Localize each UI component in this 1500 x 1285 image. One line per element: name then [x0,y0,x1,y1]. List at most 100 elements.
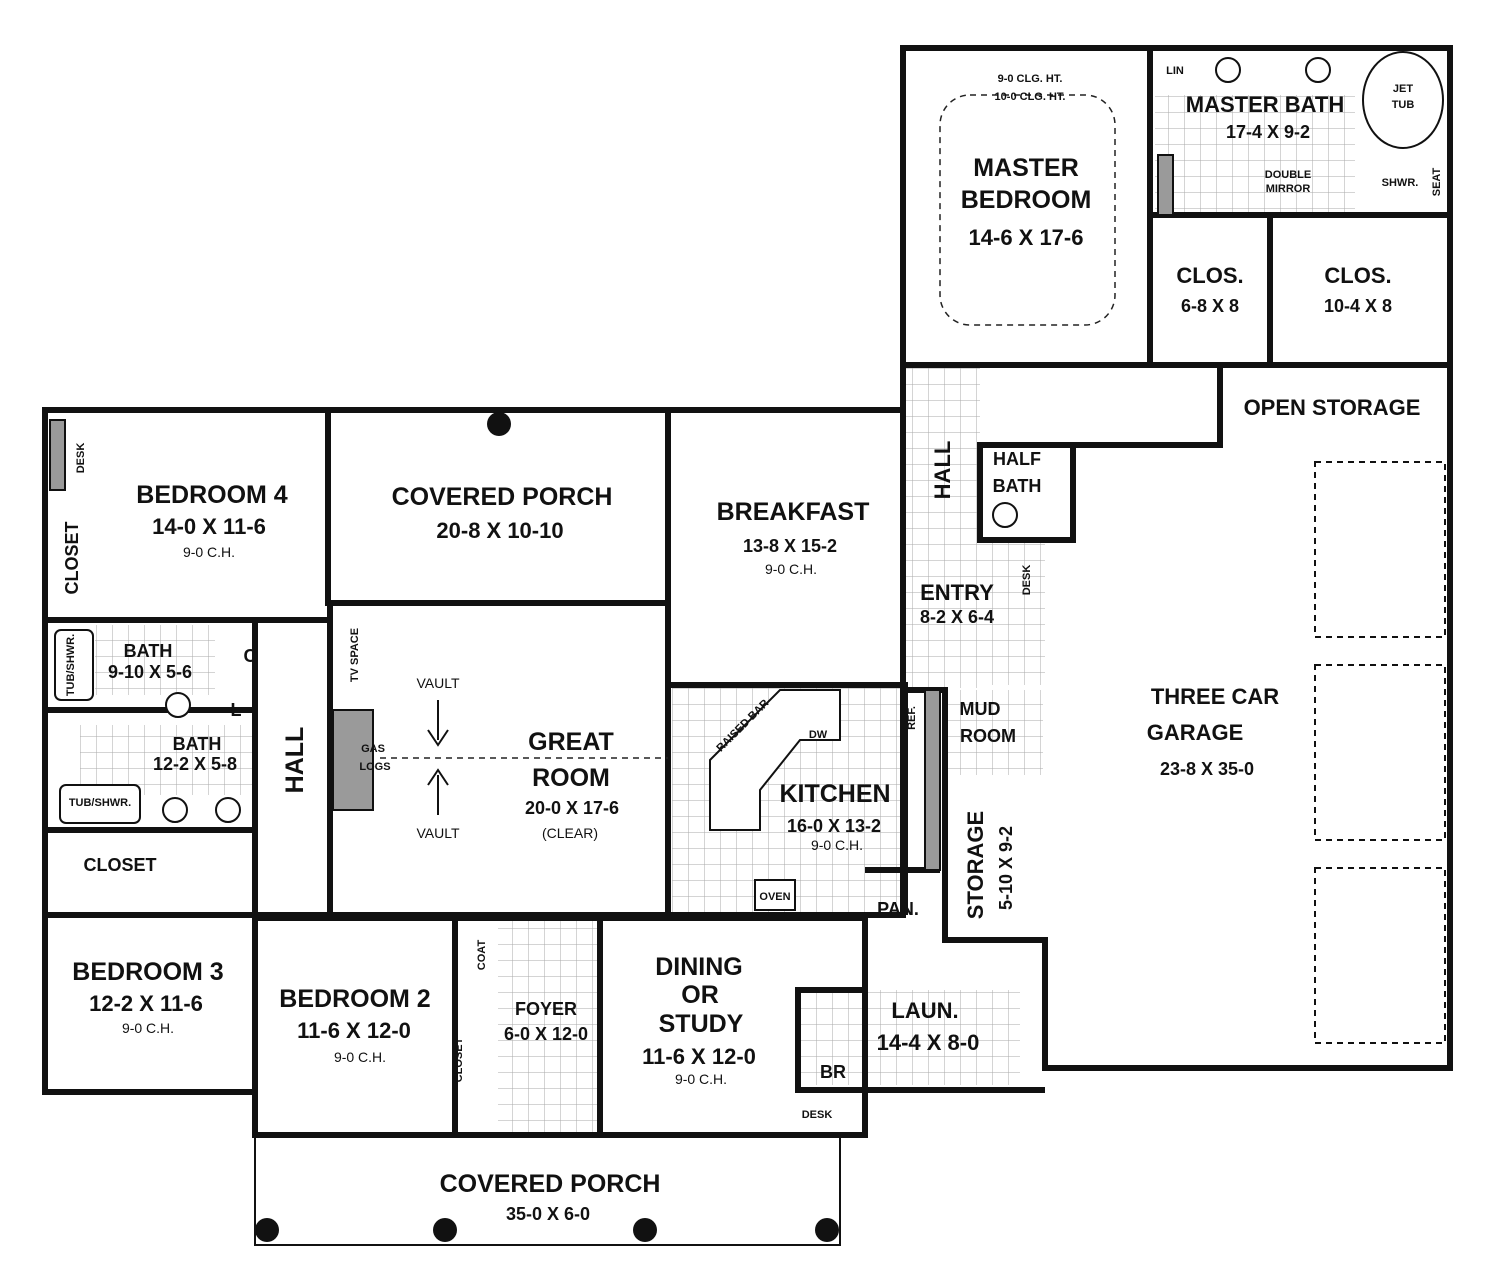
svg-text:14-0 X 11-6: 14-0 X 11-6 [152,514,266,539]
svg-text:10-4 X 8: 10-4 X 8 [1324,296,1392,316]
svg-text:35-0 X 6-0: 35-0 X 6-0 [506,1204,590,1224]
svg-text:KITCHEN: KITCHEN [779,780,890,808]
svg-text:14-6 X 17-6: 14-6 X 17-6 [969,225,1084,250]
svg-text:BATH: BATH [993,476,1042,496]
svg-text:BEDROOM 3: BEDROOM 3 [72,958,223,986]
svg-text:DESK: DESK [75,443,87,474]
svg-text:DESK: DESK [802,1109,833,1121]
svg-text:MUD: MUD [960,699,1001,719]
room-bath2: BATH 12-2 X 5-8 TUB/SHWR. [69,734,237,809]
label-pantry: PAN. [877,899,919,919]
svg-text:LAUN.: LAUN. [891,998,958,1023]
room-storage: STORAGE 5-10 X 9-2 [963,811,1016,919]
svg-text:9-0 C.H.: 9-0 C.H. [122,1020,174,1036]
svg-text:12-2 X 11-6: 12-2 X 11-6 [89,991,203,1016]
room-covered-porch-rear: COVERED PORCH 20-8 X 10-10 [392,483,613,543]
svg-text:MASTER BATH: MASTER BATH [1186,92,1344,117]
svg-text:ENTRY: ENTRY [920,580,994,605]
svg-text:LIN: LIN [1166,65,1184,77]
label-hall-left: HALL [281,727,309,794]
svg-text:23-8 X 35-0: 23-8 X 35-0 [1160,759,1254,779]
svg-text:STORAGE: STORAGE [963,811,988,919]
svg-text:BEDROOM 4: BEDROOM 4 [136,481,288,509]
svg-text:12-2 X 5-8: 12-2 X 5-8 [153,754,237,774]
room-dining: DINING OR STUDY 11-6 X 12-0 9-0 C.H. DES… [642,953,832,1121]
svg-text:TUB/SHWR.: TUB/SHWR. [69,797,131,809]
svg-text:GAS: GAS [361,743,385,755]
svg-text:MASTER: MASTER [973,154,1079,182]
svg-text:BREAKFAST: BREAKFAST [717,498,870,526]
svg-text:(CLEAR): (CLEAR) [542,825,598,841]
svg-text:8-2 X 6-4: 8-2 X 6-4 [920,607,994,627]
svg-text:VAULT: VAULT [416,825,459,841]
svg-text:CLOSET: CLOSET [453,1037,465,1082]
room-garage: THREE CAR GARAGE 23-8 X 35-0 [1147,684,1280,779]
svg-text:SHWR.: SHWR. [1382,177,1419,189]
svg-text:DOUBLE: DOUBLE [1265,169,1311,181]
svg-text:9-0 C.H.: 9-0 C.H. [811,837,863,853]
svg-text:MIRROR: MIRROR [1266,183,1311,195]
svg-text:11-6 X 12-0: 11-6 X 12-0 [642,1044,756,1069]
svg-text:THREE CAR: THREE CAR [1151,684,1279,709]
svg-text:DESK: DESK [1021,565,1033,596]
svg-text:9-0 C.H.: 9-0 C.H. [183,544,235,560]
svg-text:5-10 X 9-2: 5-10 X 9-2 [996,826,1016,910]
room-entry: ENTRY 8-2 X 6-4 DESK [920,565,1033,627]
svg-text:9-0 C.H.: 9-0 C.H. [334,1049,386,1065]
svg-text:COVERED PORCH: COVERED PORCH [392,483,613,511]
svg-text:TV SPACE: TV SPACE [349,628,361,682]
svg-text:SEAT: SEAT [1431,167,1443,196]
svg-text:JET: JET [1393,83,1413,95]
svg-text:BEDROOM: BEDROOM [961,186,1092,214]
svg-text:GREAT: GREAT [528,728,614,756]
svg-text:L: L [231,700,242,720]
svg-text:REF.: REF. [906,706,918,730]
svg-text:COAT: COAT [476,940,488,971]
svg-text:CLOSET: CLOSET [62,521,82,594]
room-breakfast: BREAKFAST 13-8 X 15-2 9-0 C.H. [717,498,870,577]
label-hall-right: HALL [930,441,955,500]
room-master-bedroom: 9-0 CLG. HT. 10-0 CLG. HT. MASTER BEDROO… [961,73,1092,250]
svg-text:9-0 C.H.: 9-0 C.H. [675,1071,727,1087]
room-bedroom3: CLOSET BEDROOM 3 12-2 X 11-6 9-0 C.H. [72,855,223,1036]
room-master-bath: LIN MASTER BATH 17-4 X 9-2 JET TUB DOUBL… [1166,65,1443,196]
svg-text:BATH: BATH [173,734,222,754]
svg-text:GARAGE: GARAGE [1147,720,1244,745]
svg-text:20-0 X 17-6: 20-0 X 17-6 [525,798,619,818]
room-great-room: GREAT ROOM 20-0 X 17-6 (CLEAR) VAULT VAU… [349,628,619,841]
svg-text:OVEN: OVEN [759,891,790,903]
room-foyer: FOYER 6-0 X 12-0 COAT [476,940,588,1044]
front-porch-outline [254,1134,841,1246]
svg-text:CLOS.: CLOS. [1176,263,1243,288]
svg-text:13-8 X 15-2: 13-8 X 15-2 [743,536,837,556]
svg-text:DW: DW [809,729,828,741]
svg-text:9-0 CLG. HT.: 9-0 CLG. HT. [998,73,1063,85]
svg-text:TUB: TUB [1392,99,1415,111]
svg-text:BR: BR [820,1062,846,1082]
svg-text:14-4 X 8-0: 14-4 X 8-0 [877,1030,980,1055]
svg-text:9-10 X 5-6: 9-10 X 5-6 [108,662,192,682]
room-half-bath: HALF BATH [993,449,1042,496]
svg-text:11-6 X 12-0: 11-6 X 12-0 [297,1018,411,1043]
svg-text:VAULT: VAULT [416,675,459,691]
svg-text:BEDROOM 2: BEDROOM 2 [279,985,430,1013]
svg-text:OR: OR [681,981,719,1009]
svg-text:BATH: BATH [124,641,173,661]
label-open-storage: OPEN STORAGE [1244,395,1421,420]
svg-text:10-0 CLG. HT.: 10-0 CLG. HT. [995,91,1066,103]
svg-text:6-0 X 12-0: 6-0 X 12-0 [504,1024,588,1044]
svg-text:CLOSET: CLOSET [83,855,156,875]
svg-text:ROOM: ROOM [960,726,1016,746]
svg-text:ROOM: ROOM [532,764,610,792]
room-covered-porch-front: COVERED PORCH 35-0 X 6-0 [440,1170,661,1224]
svg-text:LOGS: LOGS [359,761,390,773]
svg-text:TUB/SHWR.: TUB/SHWR. [65,634,77,696]
svg-text:COVERED PORCH: COVERED PORCH [440,1170,661,1198]
svg-text:HALF: HALF [993,449,1041,469]
room-bedroom2: BEDROOM 2 11-6 X 12-0 9-0 C.H. CLOSET [279,985,465,1082]
svg-text:DINING: DINING [655,953,743,981]
fixtures [49,51,1446,1242]
svg-text:STUDY: STUDY [659,1010,744,1038]
room-bedroom4: BEDROOM 4 14-0 X 11-6 9-0 C.H. DESK CLOS… [62,443,288,595]
